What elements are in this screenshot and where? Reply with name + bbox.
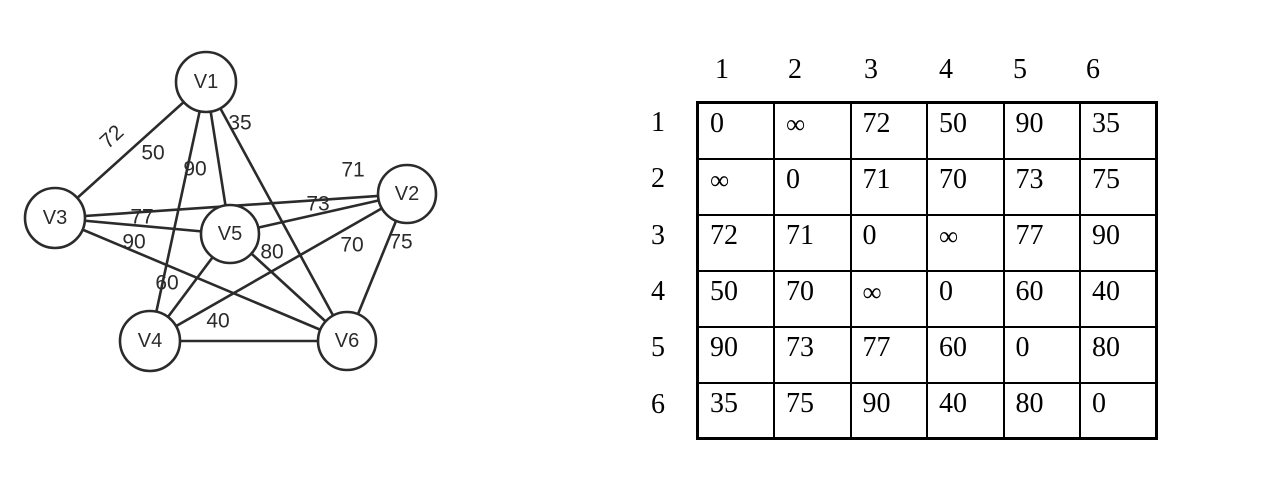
matrix-row-header-6: 6 [651, 388, 665, 420]
edge-V1-V6-weight: 35 [228, 112, 251, 135]
edge-V4-V6-weight: 40 [206, 310, 229, 333]
matrix-cell-5-6: 80 [1079, 325, 1158, 384]
matrix-cell-3-6: 90 [1079, 213, 1158, 272]
node-V5-label: V5 [218, 223, 242, 245]
node-V6-circle [316, 310, 378, 372]
matrix-cell-1-5: 90 [1002, 101, 1081, 160]
edge-V2-V3-weight: 71 [341, 159, 364, 182]
matrix-cell-6-4: 40 [926, 381, 1005, 440]
matrix-row-header-2: 2 [651, 163, 665, 195]
matrix-cell-5-5: 0 [1002, 325, 1081, 384]
node-V2-label: V2 [395, 183, 419, 205]
matrix-cell-2-2: 0 [773, 157, 852, 216]
matrix-cell-4-5: 60 [1002, 269, 1081, 328]
matrix-cell-4-2: 70 [773, 269, 852, 328]
matrix-row-header-4: 4 [651, 275, 665, 307]
edge-V2-V6-weight: 75 [389, 231, 412, 254]
edge-V3-V6 [54, 216, 348, 343]
matrix-cell-1-2: ∞ [773, 101, 852, 160]
matrix-cell-3-5: 77 [1002, 213, 1081, 272]
edge-V1-V6 [204, 81, 349, 342]
edge-V1-V5-weight: 90 [183, 158, 206, 181]
edge-V5-V6-weight: 80 [260, 241, 283, 264]
edge-V2-V5-weight: 73 [306, 193, 329, 216]
node-V1-label: V1 [194, 71, 218, 93]
node-V3-circle [23, 186, 87, 250]
matrix-cell-2-5: 73 [1002, 157, 1081, 216]
matrix-cell-4-4: 0 [926, 269, 1005, 328]
matrix-cell-2-3: 71 [849, 157, 928, 216]
matrix-col-header-3: 3 [864, 54, 878, 85]
edge-V2-V4 [149, 192, 408, 343]
matrix-cell-3-2: 71 [773, 213, 852, 272]
matrix-cell-1-4: 50 [926, 101, 1005, 160]
matrix-cell-3-4: ∞ [926, 213, 1005, 272]
matrix-cell-2-4: 70 [926, 157, 1005, 216]
matrix-cell-6-2: 75 [773, 381, 852, 440]
matrix-row-header-1: 1 [651, 107, 665, 138]
node-V6-label: V6 [335, 330, 359, 352]
matrix-cell-3-1: 72 [696, 213, 775, 272]
matrix-cell-2-6: 75 [1079, 157, 1158, 216]
edge-V1-V4-weight: 50 [141, 142, 164, 165]
matrix-col-header-5: 5 [1013, 54, 1027, 85]
node-V2-circle [376, 163, 438, 225]
node-V5-circle [199, 203, 261, 265]
matrix-cell-5-3: 77 [849, 325, 928, 384]
matrix-cell-1-3: 72 [849, 101, 928, 160]
edge-V1-V4 [148, 81, 208, 342]
node-V4-circle [118, 309, 182, 373]
matrix-col-header-4: 4 [939, 54, 953, 85]
edge-V1-V3 [54, 81, 207, 219]
edge-V1-V3-weight: 72 [96, 121, 129, 154]
edge-V3-V5-weight: 77 [130, 206, 153, 229]
matrix-cell-4-6: 40 [1079, 269, 1158, 328]
matrix-cell-4-3: ∞ [849, 269, 928, 328]
matrix-cell-5-4: 60 [926, 325, 1005, 384]
matrix-cell-6-1: 35 [696, 381, 775, 440]
node-V3-label: V3 [43, 207, 67, 229]
matrix-row-header-5: 5 [651, 332, 665, 364]
matrix-cell-1-6: 35 [1079, 101, 1158, 160]
matrix-col-header-1: 1 [715, 54, 729, 85]
matrix-cell-6-5: 80 [1002, 381, 1081, 440]
matrix-cell-2-1: ∞ [696, 157, 775, 216]
edge-V2-V4-weight: 70 [340, 234, 363, 257]
matrix-row-header-3: 3 [651, 219, 665, 251]
node-V4-label: V4 [138, 330, 162, 352]
matrix-col-header-6: 6 [1086, 54, 1100, 85]
matrix-cell-1-1: 0 [696, 101, 775, 160]
edge-V3-V6-weight: 90 [122, 231, 145, 254]
matrix-col-header-2: 2 [788, 54, 802, 85]
matrix-cell-5-1: 90 [696, 325, 775, 384]
matrix-cell-4-1: 50 [696, 269, 775, 328]
matrix-cell-3-3: 0 [849, 213, 928, 272]
node-V1-circle [174, 50, 238, 114]
matrix-cell-5-2: 73 [773, 325, 852, 384]
matrix-cell-6-3: 90 [849, 381, 928, 440]
matrix-cell-6-6: 0 [1079, 381, 1158, 440]
edge-V4-V5-weight: 60 [155, 272, 178, 295]
